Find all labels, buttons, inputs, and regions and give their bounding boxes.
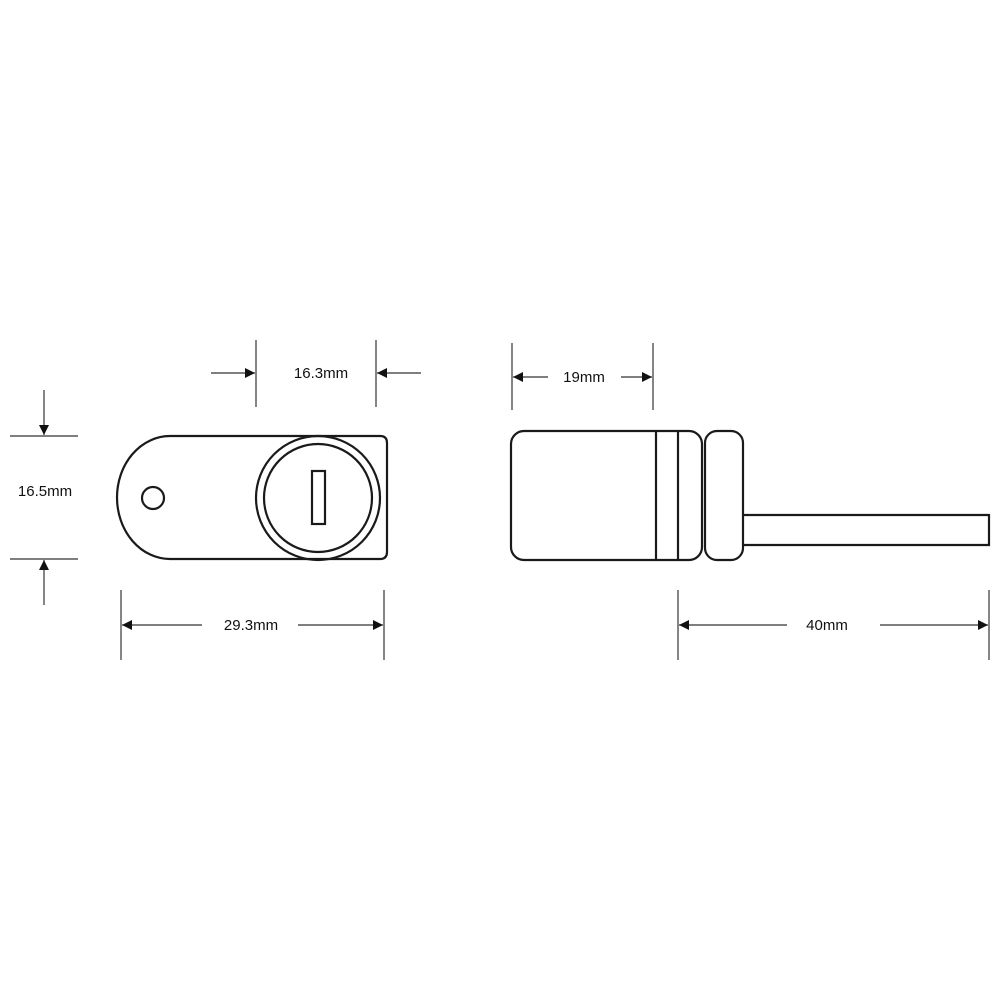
dimension-label: 40mm [806,617,848,634]
dimension-shaft-length: 40mm [677,590,990,660]
dimension-face-width: 16.3mm [211,340,421,407]
lock-front-view [115,434,389,562]
dimension-label: 16.3mm [294,365,348,382]
lock-cap [703,429,745,562]
lock-shaft [743,513,991,547]
dimension-front-length: 29.3mm [120,590,385,660]
cylinder-inner-ring [262,442,374,554]
lock-side-view [509,429,991,562]
lock-body [509,429,704,562]
key-slot [310,469,327,526]
lock-plate-outline [115,434,389,561]
dimension-label: 16.5mm [18,483,72,500]
dimension-label: 19mm [563,369,605,386]
mounting-hole [140,485,166,511]
dimension-label: 29.3mm [224,617,278,634]
cylinder-outer-ring [254,434,382,562]
dimension-body-length: 19mm [511,343,654,410]
dimension-front-height: 16.5mm [10,390,78,605]
